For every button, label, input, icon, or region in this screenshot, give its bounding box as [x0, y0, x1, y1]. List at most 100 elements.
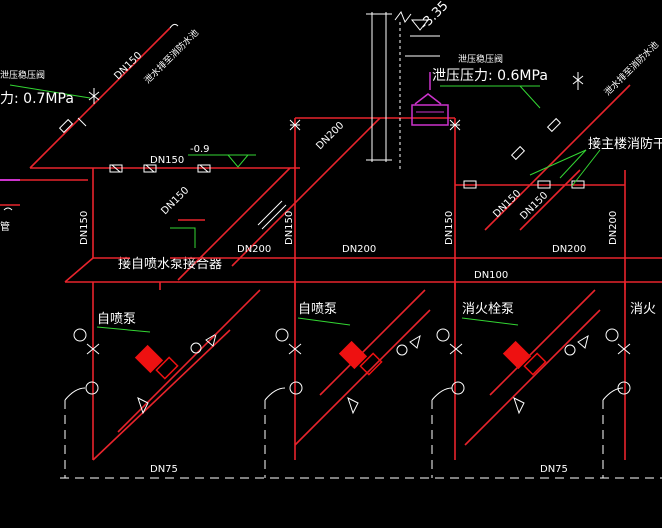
- pipe-size-label: DN200: [552, 244, 586, 255]
- leader-line: [461, 317, 519, 326]
- check-valve-icon: [537, 180, 551, 189]
- valve-icon: [617, 343, 631, 355]
- pump-set-2: 自喷泵: [275, 282, 431, 460]
- valve-icon: [86, 343, 100, 355]
- elevation-marker: [227, 154, 249, 168]
- pump-set-4: 消火: [605, 282, 656, 460]
- valve-icon: [409, 334, 421, 349]
- suction-header: DN75 DN75: [60, 387, 662, 479]
- check-valve-icon: [197, 164, 211, 173]
- valve-handle: [77, 117, 87, 127]
- pipe-size-label: DN150: [112, 50, 144, 82]
- pipe-size-label: DN150: [284, 211, 295, 245]
- relief-valve-icon: [572, 72, 584, 90]
- tank-icon: [411, 72, 449, 126]
- left-relief-branch: DN150 泄水排至消防水池 泄压稳压阀 力: 0.7MPa: [0, 23, 300, 206]
- pipe-diagonal: [231, 117, 381, 267]
- elevation-label: -0.9: [190, 144, 210, 155]
- gauge-icon: [275, 328, 289, 342]
- connector-branch: DN150 接自喷水泵接合器: [118, 167, 291, 281]
- pipe-size-label: DN100: [474, 270, 508, 281]
- pipe-size-label: DN150: [150, 155, 184, 166]
- flexible-joint-icon: [190, 342, 202, 354]
- pipe-size-label: DN150: [79, 211, 90, 245]
- gauge-icon: [451, 381, 465, 395]
- valve-icon: [510, 145, 526, 161]
- pipe-size-label: DN75: [540, 464, 568, 475]
- pressure-label: 力: 0.7MPa: [0, 91, 74, 107]
- valve-label: 泄压稳压阀: [458, 53, 503, 65]
- pipe-diagonal: [519, 169, 581, 231]
- leader-line: [170, 227, 196, 248]
- pipe-end-mark: [3, 207, 13, 211]
- gauge-icon: [85, 381, 99, 395]
- flow-mark: [261, 204, 287, 230]
- pump-set-1: 自喷泵: [73, 282, 261, 461]
- flexible-joint-icon: [396, 344, 408, 356]
- pipe-size-label: DN200: [237, 244, 271, 255]
- gauge-icon: [73, 328, 87, 342]
- pump-label: 消火: [630, 302, 656, 317]
- check-valve-icon: [347, 397, 359, 415]
- leader-line: [519, 85, 541, 109]
- check-valve-icon: [143, 164, 157, 173]
- relief-valve-icon: [88, 88, 100, 104]
- connect-main-label: 接主楼消防干管: [588, 136, 662, 152]
- leader-line: [297, 317, 351, 326]
- pump-label: 自喷泵: [97, 312, 136, 327]
- pipe-size-label: DN200: [342, 244, 376, 255]
- valve-icon: [289, 119, 301, 131]
- leader-line: [96, 326, 151, 333]
- pipe-note: 泄水排至消防水池: [602, 39, 661, 98]
- leader-line: [571, 149, 601, 187]
- upper-dn200-run: DN200 DN200 DN150 DN150: [231, 117, 461, 290]
- elevation-label: -3.35: [417, 0, 451, 33]
- gauge-icon: [605, 328, 619, 342]
- pump-icon: [502, 340, 547, 376]
- leader-line: [9, 84, 91, 99]
- flexible-joint-icon: [564, 344, 576, 356]
- check-valve-icon: [463, 180, 477, 189]
- leader-line: [529, 149, 587, 176]
- pump-set-3: 消火栓泵: [436, 282, 601, 460]
- pump-label: 自喷泵: [298, 302, 337, 317]
- valve-icon: [449, 119, 461, 131]
- pipe-size-label: DN75: [150, 464, 178, 475]
- valve-icon: [205, 332, 217, 347]
- valve-icon: [577, 334, 589, 349]
- pipe-size-label: DN150: [518, 190, 550, 222]
- gauge-icon: [289, 381, 303, 395]
- pipe-diagonal: [29, 27, 171, 169]
- upper-horizontal-fittings: DN150 -0.9: [109, 144, 256, 173]
- pipe-joint: [64, 257, 94, 283]
- pipe-size-label: DN150: [444, 211, 455, 245]
- pump-icon: [338, 340, 383, 376]
- flow-mark: [257, 200, 283, 226]
- valve-icon: [58, 118, 74, 134]
- pipe-end-mark: [169, 23, 179, 29]
- pump-label: 消火栓泵: [462, 302, 514, 317]
- pump-icon: [134, 344, 179, 380]
- pipe-size-label: DN200: [314, 120, 346, 152]
- pressure-vessel: -3.35: [366, 0, 452, 172]
- check-valve-icon: [137, 397, 149, 415]
- check-valve-icon: [109, 164, 123, 173]
- main-header: DN200 DN200 DN100: [64, 244, 662, 283]
- leader-line: [559, 149, 587, 179]
- edge-label: 管: [0, 220, 10, 233]
- check-valve-icon: [571, 180, 585, 189]
- valve-icon: [546, 117, 562, 133]
- gauge-icon: [436, 328, 450, 342]
- valve-icon: [449, 343, 463, 355]
- pipe-diagonal: [177, 167, 291, 281]
- pipe-note: 泄水排至消防水池: [142, 27, 201, 86]
- pipe-size-label: DN200: [608, 211, 619, 245]
- check-valve-icon: [513, 397, 525, 415]
- valve-label: 泄压稳压阀: [0, 69, 45, 81]
- valve-icon: [288, 343, 302, 355]
- left-riser: DN150: [79, 168, 94, 258]
- pipe-diagonal: [484, 84, 631, 231]
- gauge-icon: [617, 381, 631, 395]
- connector-label: 接自喷水泵接合器: [118, 256, 222, 272]
